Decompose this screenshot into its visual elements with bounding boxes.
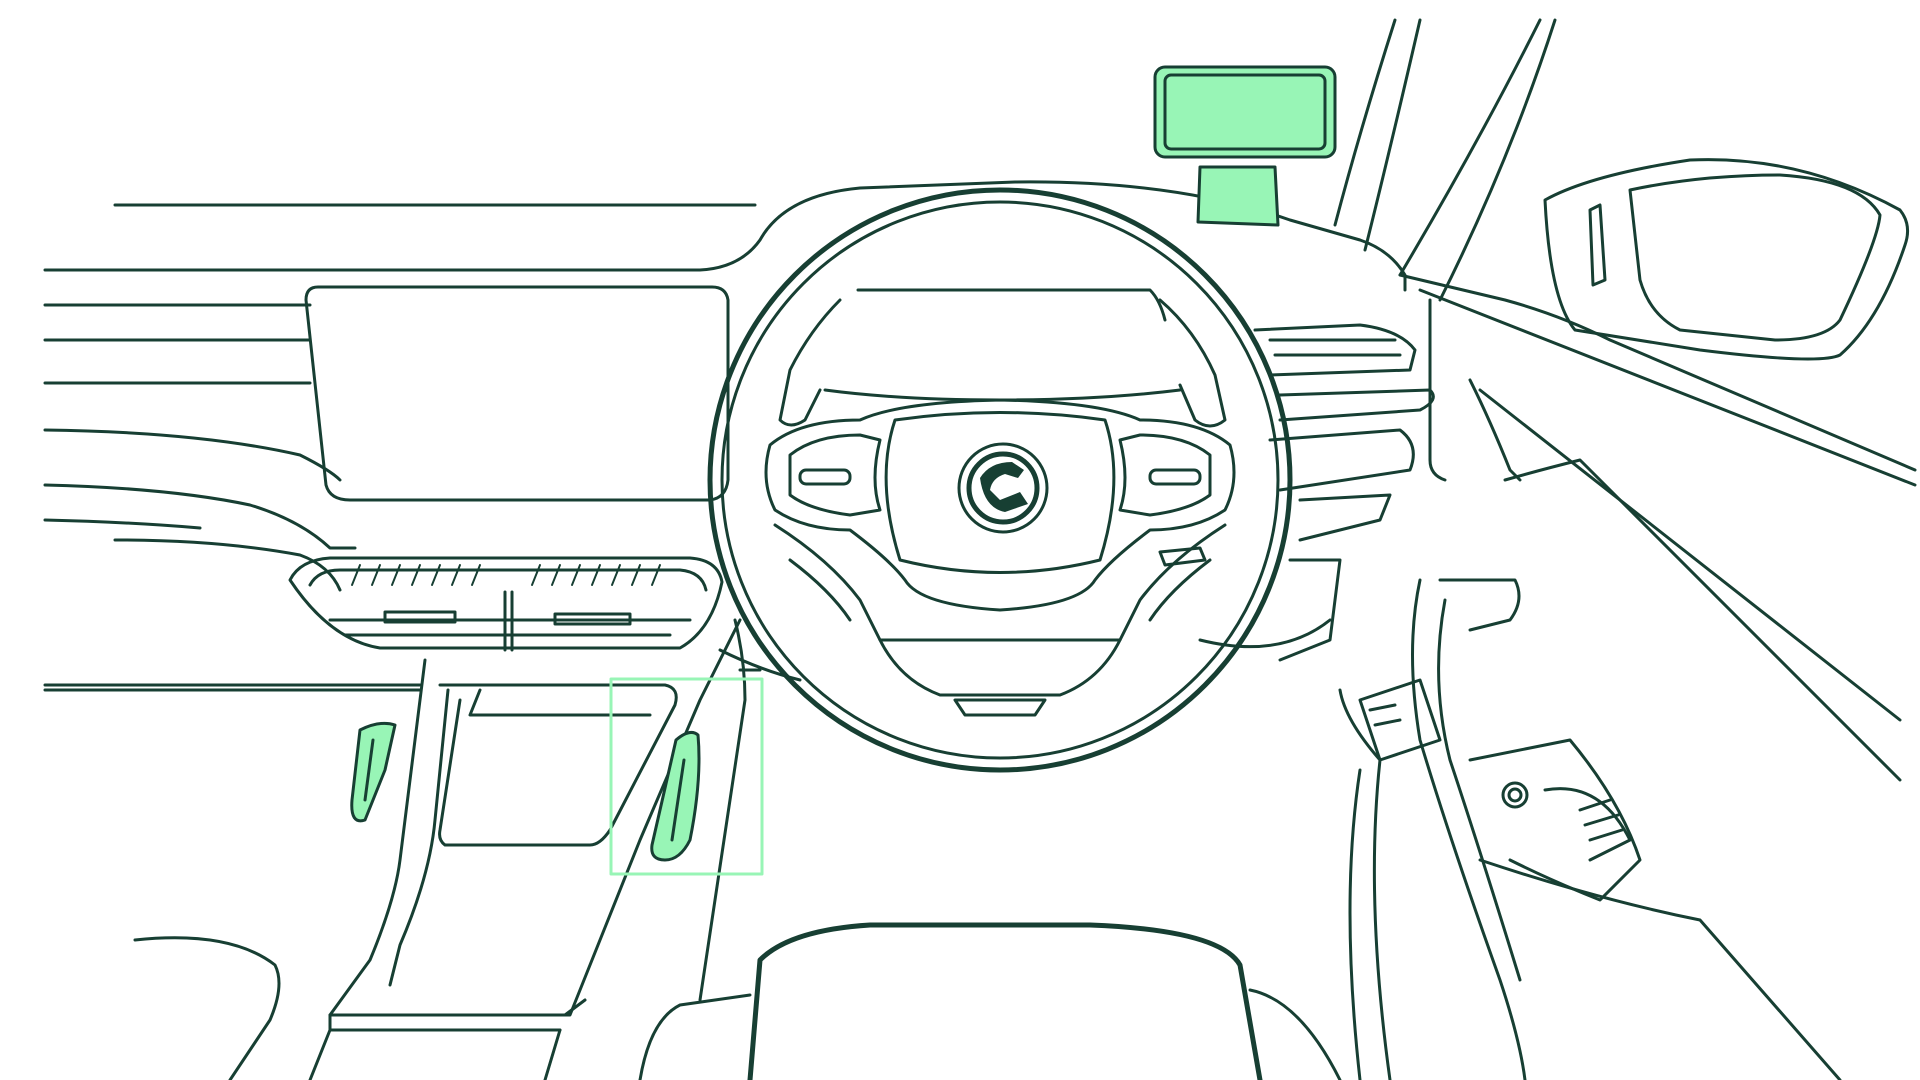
right-dash-vent — [1253, 323, 1435, 662]
left-paddle — [350, 721, 397, 823]
paddle-callout-frame — [609, 677, 764, 876]
steering-column-area — [698, 618, 1332, 1002]
passenger-seat — [133, 936, 281, 1080]
driver-door — [1338, 273, 1917, 1080]
rear-view-mirror-sensor — [1153, 65, 1337, 227]
steering-wheel — [707, 187, 1293, 773]
center-air-vents — [288, 556, 724, 652]
a-pillar — [1333, 18, 1557, 302]
side-mirror — [1543, 158, 1910, 361]
driver-seat — [638, 922, 1342, 1080]
right-paddle — [650, 730, 701, 862]
dashboard-upper — [43, 180, 1407, 692]
center-console — [308, 618, 742, 1080]
infotainment-screen — [304, 285, 730, 502]
vent-louvres — [351, 564, 661, 586]
skoda-arrow-logo-icon — [957, 442, 1049, 534]
